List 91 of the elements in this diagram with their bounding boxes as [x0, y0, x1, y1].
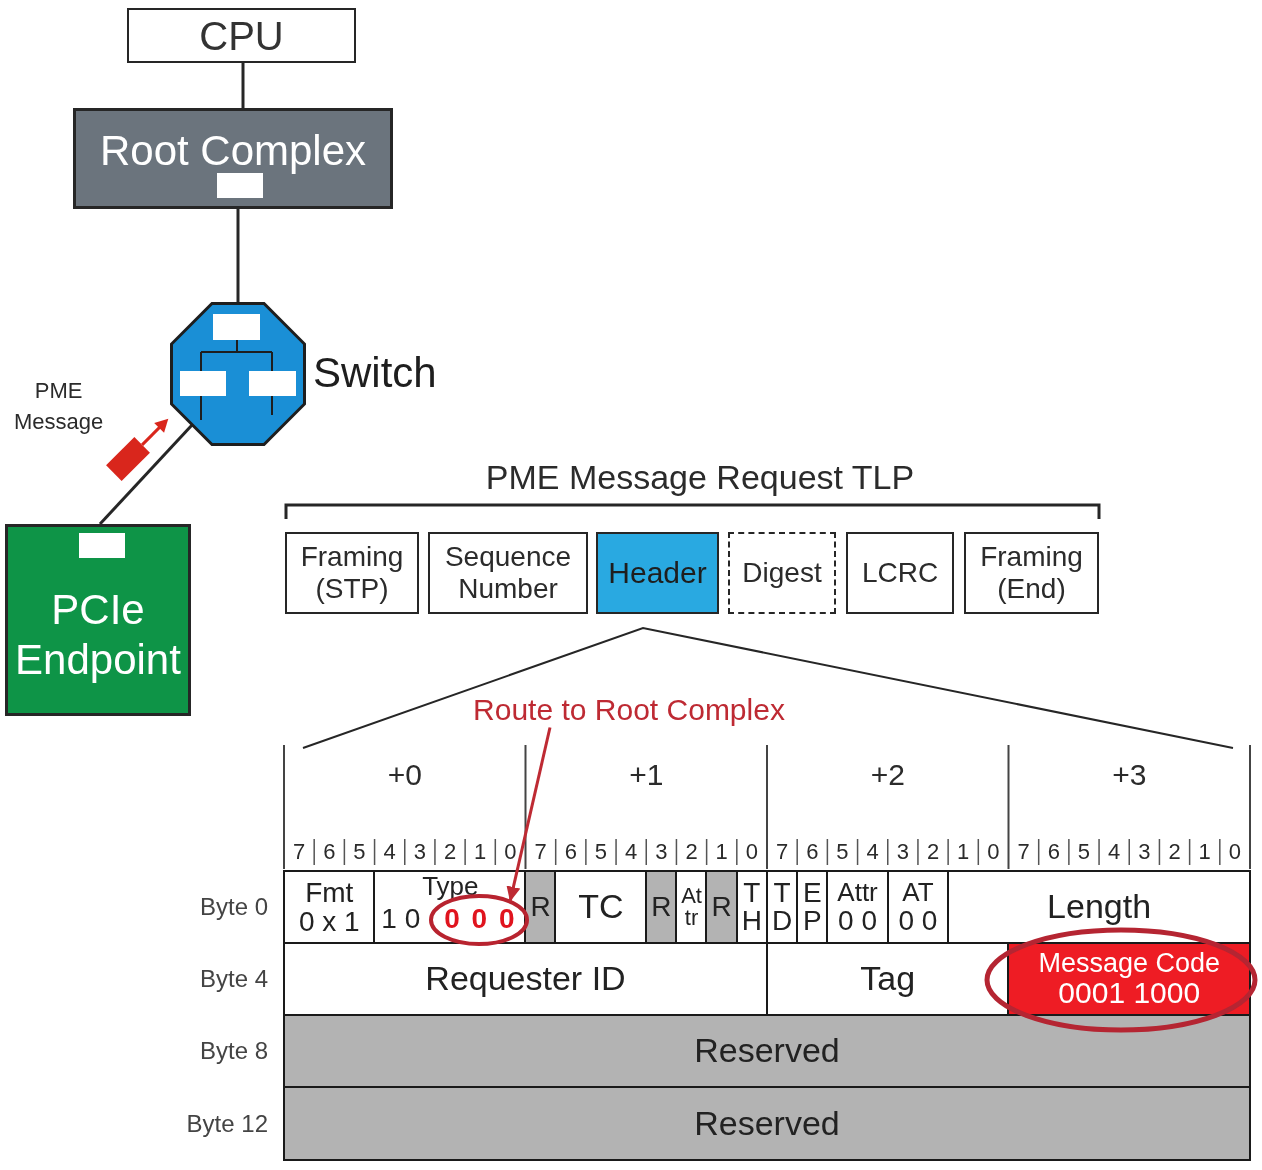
bit-number: 4 — [625, 840, 638, 865]
bit-number: 3 — [896, 840, 909, 865]
bit-number: 0 — [987, 840, 1000, 865]
node-label: CPU — [199, 12, 284, 59]
arrow — [506, 727, 552, 903]
node-label: Digest — [742, 556, 822, 590]
field-name: Fmt — [305, 877, 354, 907]
field-name: EP — [801, 879, 823, 935]
tlp-field-box — [964, 532, 1099, 614]
field-name: Length — [1047, 889, 1152, 925]
field-name: R — [651, 892, 672, 922]
bit-number: 0 — [745, 840, 759, 865]
field-value: 0 0 — [898, 905, 938, 936]
field-name: Attr — [837, 878, 878, 906]
tlp-field-box — [846, 532, 954, 614]
byte-row-label: Byte 8 — [199, 1037, 268, 1065]
bit-number: 1 — [957, 840, 970, 865]
bit-number: 5 — [1077, 840, 1091, 865]
bit-number: 5 — [836, 840, 849, 865]
endpoint-box — [5, 524, 191, 716]
bit-number: 3 — [1138, 840, 1151, 865]
node-label: Header — [608, 555, 707, 591]
node-label: Framing (STP) — [299, 540, 405, 606]
node-label: Root Complex — [99, 127, 367, 176]
field-name: R — [711, 892, 732, 922]
field-name: Reserved — [694, 1033, 840, 1069]
bit-number: 4 — [1108, 840, 1121, 865]
bit-number: 0 — [1228, 840, 1242, 865]
field-name: Message Code — [1038, 949, 1221, 978]
bit-number: 7 — [292, 840, 306, 865]
byte-row-label: Byte 12 — [186, 1110, 268, 1137]
byte-offset-label: +3 — [1112, 758, 1147, 791]
field-name: Tag — [860, 961, 916, 997]
tlp-field-box — [596, 532, 719, 614]
bit-number: 7 — [534, 840, 547, 865]
bit-number: 6 — [1047, 840, 1060, 865]
byte-offset-label: +1 — [629, 758, 664, 791]
node-label: Framing (End) — [979, 540, 1084, 606]
switch-label: Switch — [313, 350, 437, 397]
bit-number: 3 — [655, 840, 668, 865]
byte-row-label: Byte 4 — [199, 965, 268, 993]
bit-number: 2 — [685, 840, 698, 865]
byte-offset-label: +0 — [387, 758, 422, 791]
field-value: 0 0 0 — [444, 904, 515, 933]
field-value: 1 0 — [381, 904, 421, 933]
bit-number: 1 — [474, 840, 487, 865]
connector-line — [241, 63, 245, 108]
field-name: Requester ID — [425, 961, 626, 997]
field-name: Reserved — [694, 1105, 840, 1142]
section-title: PME Message Request TLP — [485, 459, 915, 497]
field-name: Type — [422, 872, 479, 899]
byte-offset-label: +2 — [870, 758, 905, 791]
bit-number: 6 — [323, 840, 336, 865]
field-name: TD — [771, 879, 793, 935]
bit-number: 7 — [775, 840, 789, 865]
bit-number: 1 — [1198, 840, 1211, 865]
field-name: TH — [741, 879, 763, 935]
node-label: Sequence Number — [443, 540, 573, 606]
node-label: LCRC — [861, 556, 939, 590]
connector-line — [98, 423, 194, 526]
bit-number: 5 — [353, 840, 366, 865]
field-value: 0 0 — [838, 905, 878, 936]
bit-number: 6 — [806, 840, 819, 865]
field-name: TC — [578, 889, 624, 925]
connector-line — [236, 209, 240, 302]
bit-number: 0 — [504, 840, 517, 865]
bit-number: 2 — [926, 840, 940, 865]
byte-row-label: Byte 0 — [199, 893, 268, 921]
field-name: AT — [902, 878, 934, 906]
field-name: Attr — [680, 885, 703, 929]
field-value: 0001 1000 — [1058, 977, 1201, 1009]
field-value: 0 x 1 — [298, 907, 360, 937]
bit-number: 6 — [564, 840, 577, 865]
cpu-box — [127, 8, 356, 63]
tlp-field-box — [728, 532, 836, 614]
message-label: PME Message — [14, 377, 104, 436]
bit-number: 1 — [715, 840, 728, 865]
bit-number: 4 — [866, 840, 879, 865]
node-label: PCIe Endpoint — [14, 585, 182, 686]
bit-number: 5 — [594, 840, 608, 865]
bit-number: 2 — [443, 840, 457, 865]
bit-number: 3 — [413, 840, 426, 865]
field-name: R — [530, 892, 551, 922]
bit-number: 4 — [383, 840, 396, 865]
switch-octagon — [170, 302, 306, 446]
bit-number: 7 — [1017, 840, 1030, 865]
bit-number: 2 — [1168, 840, 1181, 865]
root-complex-box — [73, 108, 393, 209]
tlp-field-box — [428, 532, 588, 614]
annotation-label: Route to Root Complex — [473, 693, 785, 728]
tlp-field-box — [285, 532, 419, 614]
